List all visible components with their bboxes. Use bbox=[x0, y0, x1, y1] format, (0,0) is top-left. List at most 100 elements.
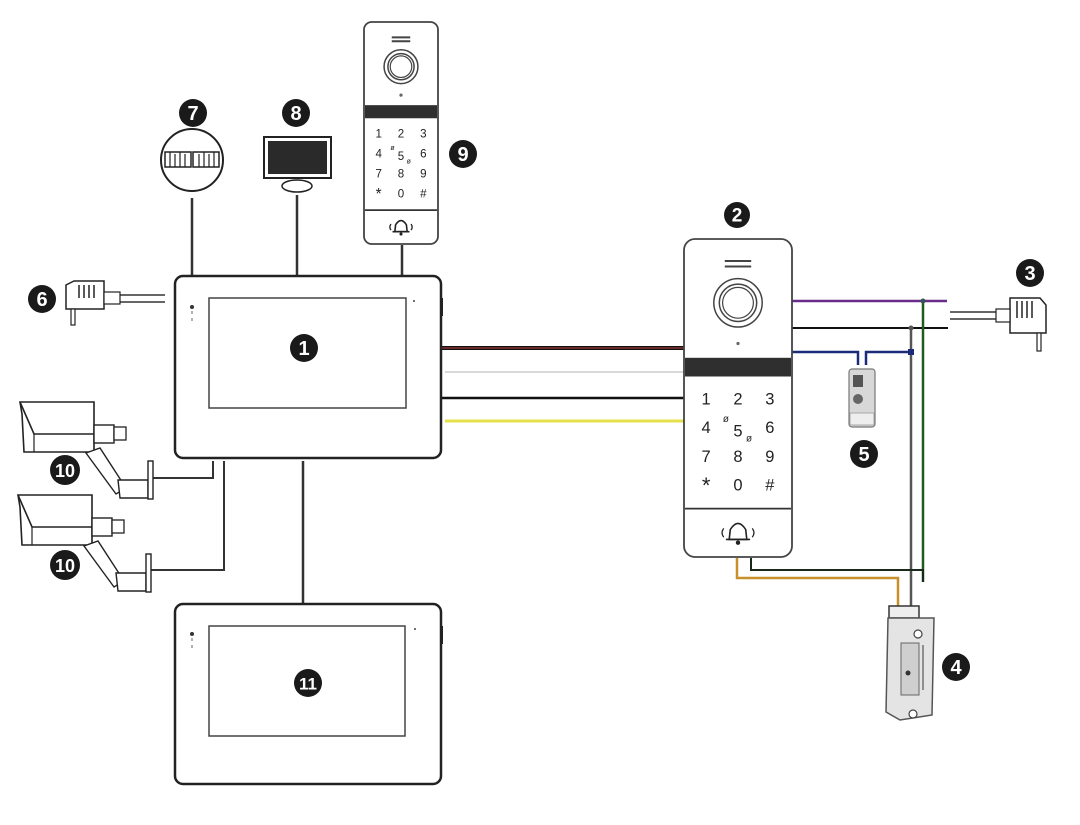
adapter-cable-collar bbox=[103, 291, 121, 305]
bell-ring-wave bbox=[721, 528, 725, 538]
camera-housing bbox=[19, 401, 95, 453]
adapter-cable-collar bbox=[995, 308, 1011, 323]
adapter-body bbox=[65, 280, 105, 310]
badge-3: 3 bbox=[1016, 259, 1044, 287]
keypad-key-9: 9 bbox=[765, 448, 774, 466]
badge-9: 9 bbox=[449, 140, 477, 168]
badge-4: 4 bbox=[942, 653, 970, 681]
keypad-mark: ø bbox=[723, 414, 729, 425]
keypad-key-8: 8 bbox=[398, 168, 404, 180]
monitor-side-button bbox=[440, 626, 443, 644]
adapter-body bbox=[1009, 297, 1047, 334]
svg-text:3: 3 bbox=[1024, 263, 1035, 285]
camera-lens-icon bbox=[721, 286, 754, 319]
gate-controller bbox=[160, 128, 224, 192]
camera-connector bbox=[113, 426, 127, 441]
svg-text:9: 9 bbox=[457, 144, 468, 166]
adapter-plug-pin bbox=[1036, 332, 1042, 352]
gate-controller-outline bbox=[160, 128, 224, 192]
monitor-side-button bbox=[440, 298, 443, 316]
exit-button-press bbox=[853, 394, 863, 404]
camera-lens-barrel bbox=[93, 424, 115, 444]
monitor-led-icon bbox=[190, 305, 194, 309]
camera-wall-plate bbox=[145, 553, 152, 593]
keypad-key-8: 8 bbox=[733, 448, 742, 466]
power-adapter-6 bbox=[65, 280, 121, 326]
camera-wall-plate bbox=[147, 460, 154, 500]
keypad-key-6: 6 bbox=[765, 419, 774, 437]
microphone-dot bbox=[736, 341, 740, 346]
badges: 1 2 3 4 5 6 7 8 9 10 10 11 bbox=[28, 99, 1044, 697]
keypad-mark: ø bbox=[390, 145, 395, 152]
keypad-key-2: 2 bbox=[398, 128, 404, 140]
wire-blue-exit-2 bbox=[864, 350, 912, 365]
svg-text:10: 10 bbox=[55, 461, 75, 481]
keypad-key-star: * bbox=[702, 473, 711, 498]
cctv-camera-2 bbox=[17, 494, 152, 593]
wire-dark-lock bbox=[750, 558, 924, 582]
keypad-key-0: 0 bbox=[398, 188, 404, 200]
wire-camera-1 bbox=[152, 461, 214, 479]
gate-bars bbox=[169, 152, 215, 167]
junction-dot bbox=[908, 325, 914, 331]
keypad-key-hash: # bbox=[420, 188, 427, 200]
svg-text:4: 4 bbox=[950, 657, 962, 679]
keypad-mark: ø bbox=[407, 159, 412, 166]
keypad-key-4: 4 bbox=[375, 148, 382, 160]
display-stand bbox=[281, 179, 313, 193]
junction-dot bbox=[920, 298, 926, 304]
card-reader-band bbox=[685, 357, 791, 377]
bell-icon bbox=[393, 219, 409, 233]
svg-text:11: 11 bbox=[299, 675, 317, 694]
bell-ring-wave bbox=[389, 223, 392, 231]
keypad-key-9: 9 bbox=[420, 168, 426, 180]
svg-text:2: 2 bbox=[732, 206, 743, 227]
display-screen bbox=[268, 141, 327, 174]
keypad-key-5: 5 bbox=[733, 423, 742, 441]
camera-lens-icon bbox=[389, 55, 413, 79]
electric-door-strike bbox=[885, 605, 935, 721]
adapter-plug-pin bbox=[70, 308, 76, 326]
svg-text:7: 7 bbox=[187, 103, 198, 125]
power-adapter-3 bbox=[995, 297, 1047, 352]
keypad-key-hash: # bbox=[765, 476, 775, 494]
badge-7: 7 bbox=[179, 99, 207, 127]
keypad-key-7: 7 bbox=[375, 168, 381, 180]
camera-mount bbox=[115, 572, 147, 592]
junction-dot bbox=[908, 349, 914, 355]
monitor-camera-dot bbox=[413, 300, 415, 302]
cctv-camera-1 bbox=[19, 401, 154, 500]
keypad-key-5: 5 bbox=[398, 151, 404, 163]
card-reader-band bbox=[365, 105, 437, 119]
wire-orange-lock bbox=[735, 558, 900, 612]
badge-11: 11 bbox=[294, 669, 322, 697]
svg-text:10: 10 bbox=[55, 556, 75, 576]
camera-mount bbox=[117, 479, 149, 499]
keypad-key-6: 6 bbox=[420, 148, 426, 160]
keypad-key-1: 1 bbox=[375, 128, 381, 140]
camera-connector bbox=[111, 519, 125, 534]
wire-camera-2 bbox=[150, 461, 225, 571]
station-body bbox=[363, 21, 439, 245]
wire-blue-exit bbox=[792, 350, 860, 365]
station-body bbox=[683, 238, 793, 558]
keypad-key-1: 1 bbox=[702, 391, 711, 409]
camera-housing bbox=[17, 494, 93, 546]
bell-icon bbox=[728, 522, 748, 541]
keypad-key-3: 3 bbox=[765, 391, 774, 409]
gate-leaf-left bbox=[164, 151, 192, 168]
bell-ring-wave bbox=[410, 223, 413, 231]
badge-8: 8 bbox=[282, 99, 310, 127]
badge-5: 5 bbox=[850, 440, 878, 468]
bell-ring-wave bbox=[751, 528, 755, 538]
keypad-key-3: 3 bbox=[420, 128, 426, 140]
microphone-dot bbox=[399, 93, 403, 97]
badge-1: 1 bbox=[290, 334, 318, 362]
external-display bbox=[263, 136, 332, 193]
strike-terminals bbox=[888, 605, 920, 619]
bell-icon-clapper bbox=[399, 232, 403, 236]
keypad-key-7: 7 bbox=[702, 448, 711, 466]
